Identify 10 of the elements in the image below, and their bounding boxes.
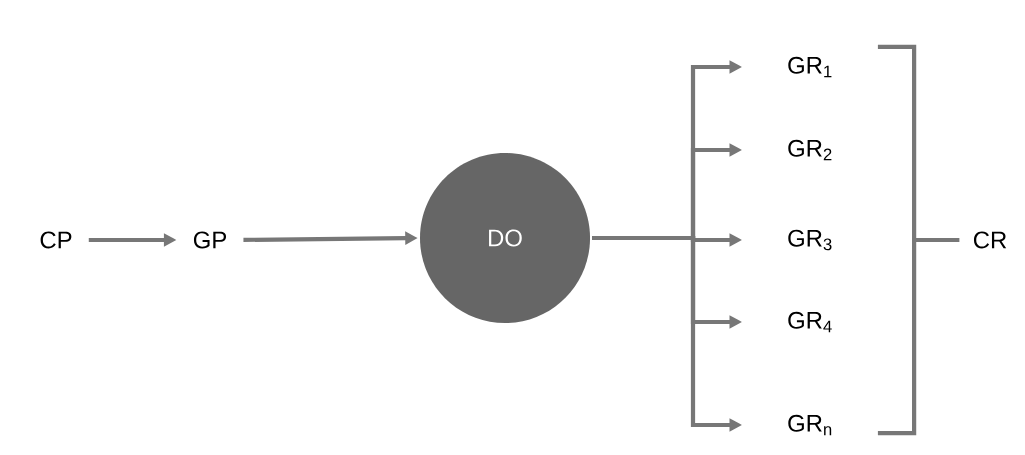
node-label: GR$_{4}$	[788, 311, 832, 333]
node-label: GR$_{3}$	[788, 229, 832, 251]
node-label: GR$_{1}$	[788, 56, 832, 78]
node-label: GR$_{2}$	[788, 139, 832, 161]
node-label: GR$_{n}$	[788, 414, 832, 436]
node-label: GP	[193, 231, 226, 249]
node-label: CP	[40, 231, 72, 249]
circle-node: DO	[420, 153, 591, 324]
node-label: CR	[973, 231, 1007, 249]
bracket	[877, 44, 917, 436]
